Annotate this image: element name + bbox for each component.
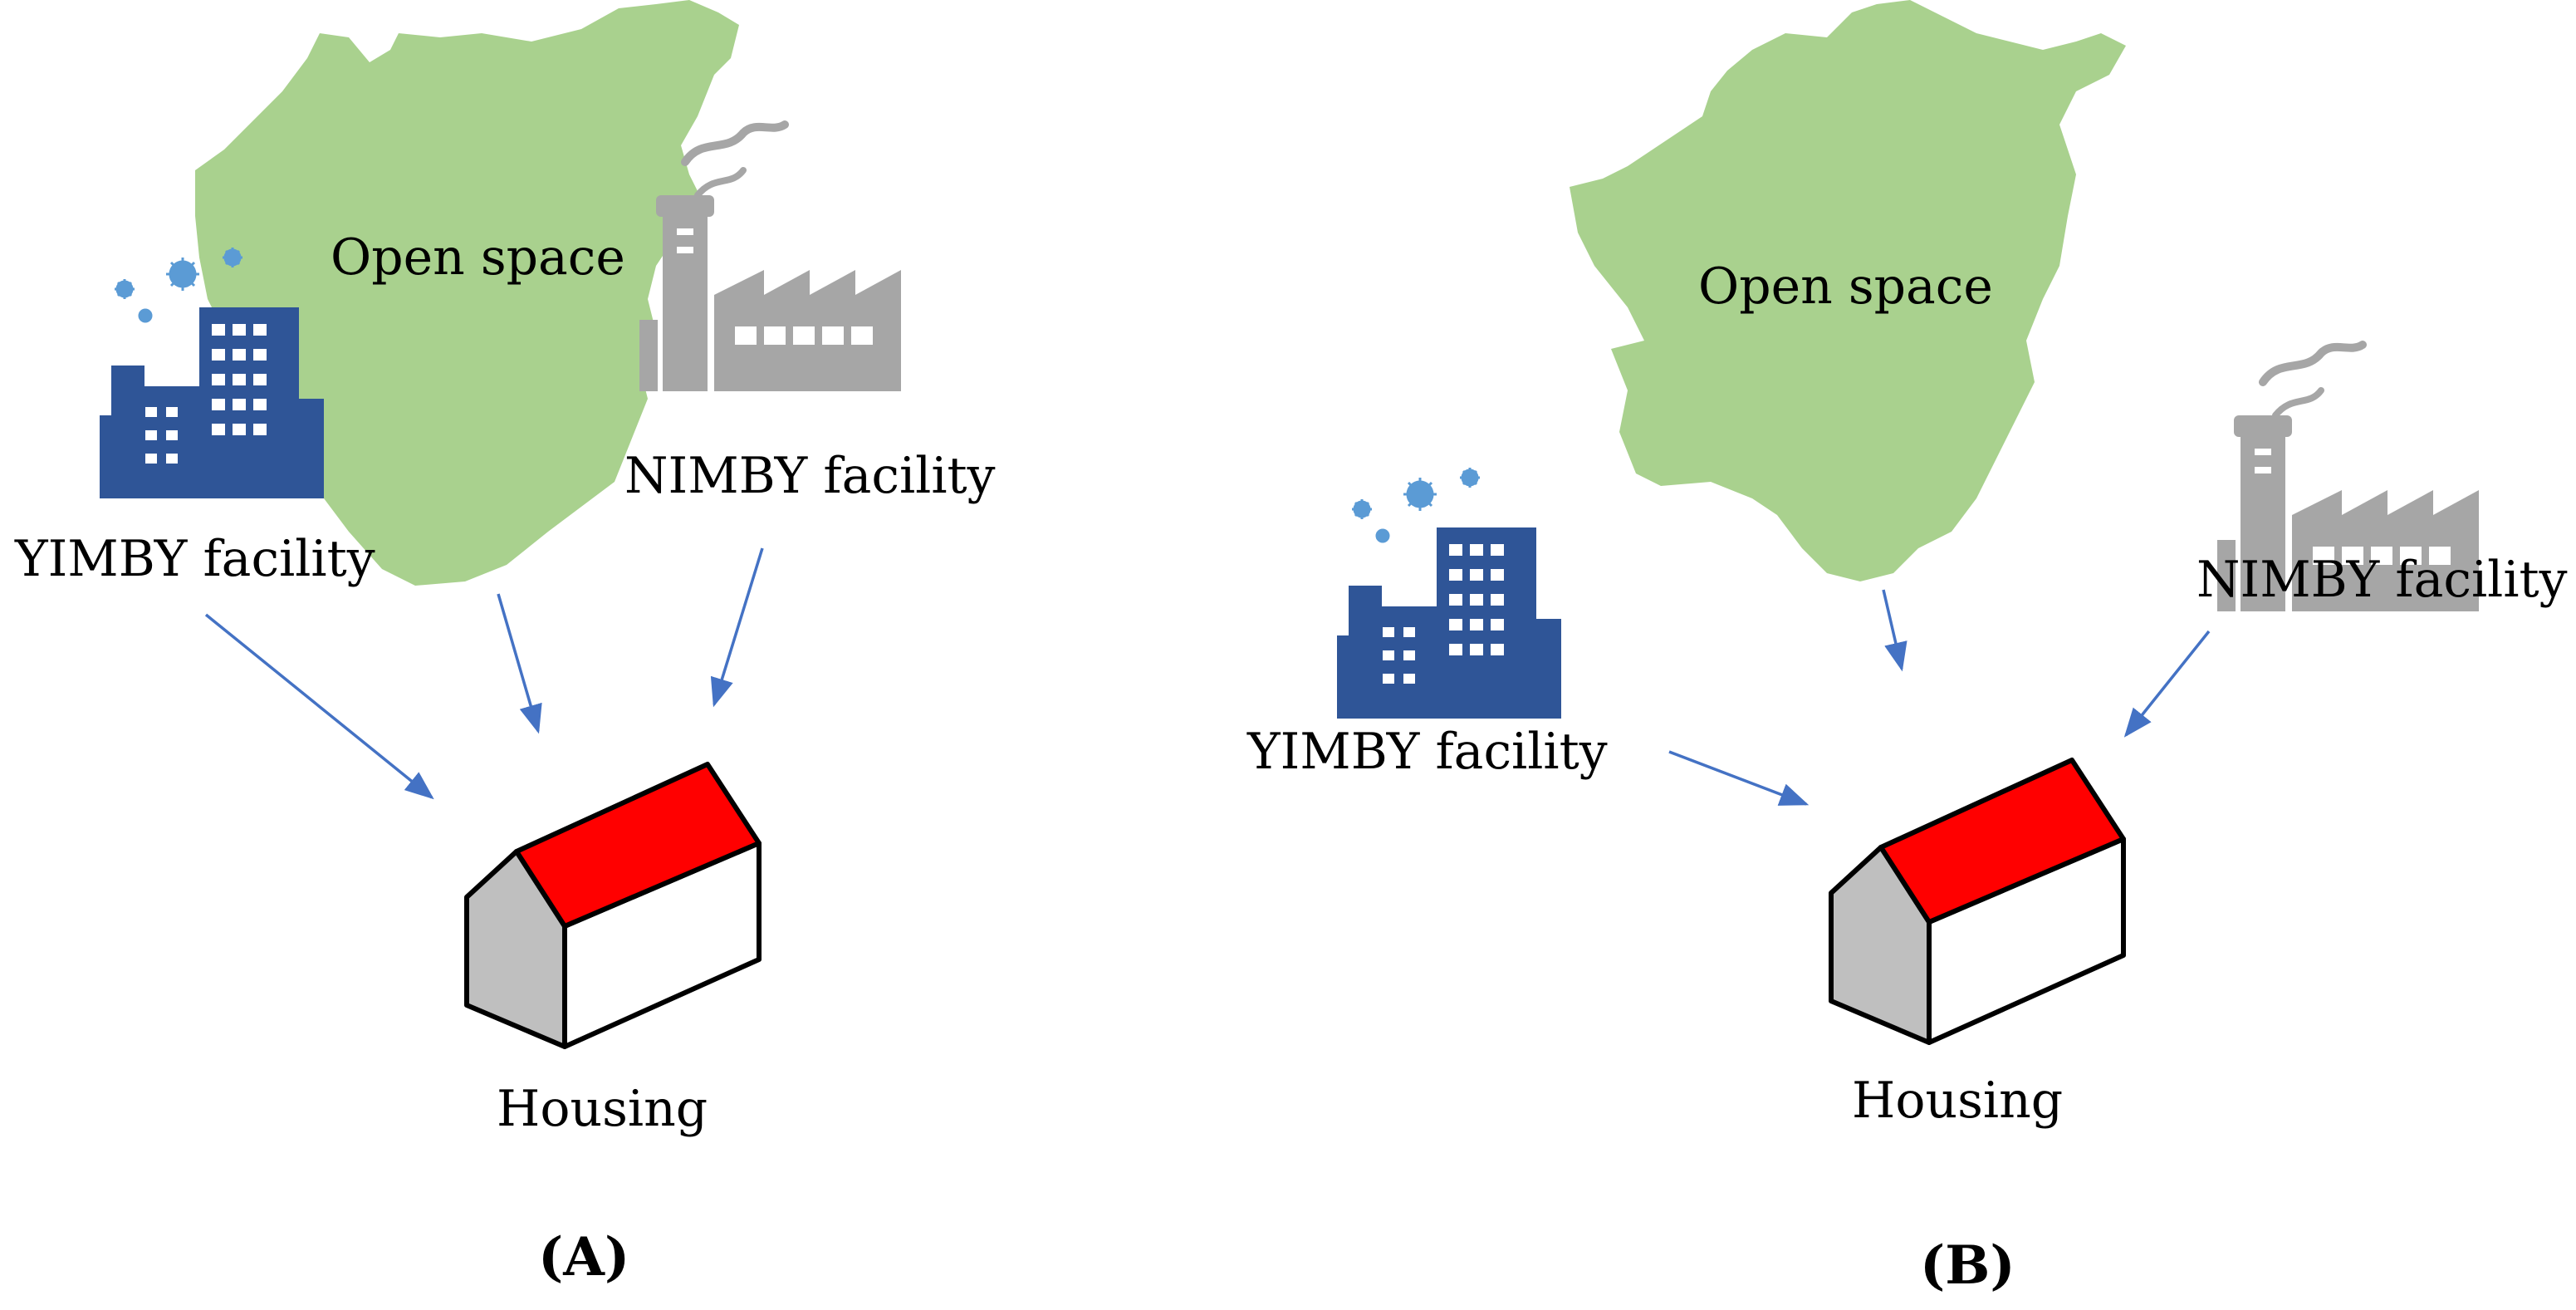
panel-a: Open space YIMBY facility NIMBY facility… bbox=[14, 0, 996, 1288]
arrow-nimby-to-housing bbox=[710, 547, 764, 708]
panel-label-b: (B) bbox=[1920, 1234, 2015, 1297]
housing-label: Housing bbox=[497, 1080, 708, 1138]
housing-label: Housing bbox=[1852, 1072, 2063, 1130]
arrow-yimby-to-housing bbox=[204, 613, 434, 800]
house-icon bbox=[464, 762, 762, 1049]
house-icon bbox=[1829, 758, 2126, 1045]
panel-label-a: (A) bbox=[538, 1226, 629, 1288]
yimby-facility-label: YIMBY facility bbox=[14, 530, 375, 588]
nimby-facility-label: NIMBY facility bbox=[624, 447, 996, 505]
yimby-building-icon bbox=[1335, 466, 1563, 720]
open-space-label: Open space bbox=[331, 228, 625, 287]
open-space-region bbox=[1570, 0, 2126, 581]
yimby-facility-label: YIMBY facility bbox=[1246, 723, 1608, 781]
open-space-region bbox=[195, 0, 739, 586]
open-space-label: Open space bbox=[1698, 258, 1993, 316]
arrow-yimby-to-housing bbox=[1668, 750, 1810, 806]
panel-b: Open space YIMBY facility NIMBY facility… bbox=[1246, 0, 2568, 1297]
arrow-open-space-to-housing bbox=[1882, 589, 1908, 672]
arrow-open-space-to-housing bbox=[497, 593, 542, 734]
arrow-nimby-to-housing bbox=[2123, 630, 2211, 738]
nimby-facility-label: NIMBY facility bbox=[2196, 551, 2568, 609]
